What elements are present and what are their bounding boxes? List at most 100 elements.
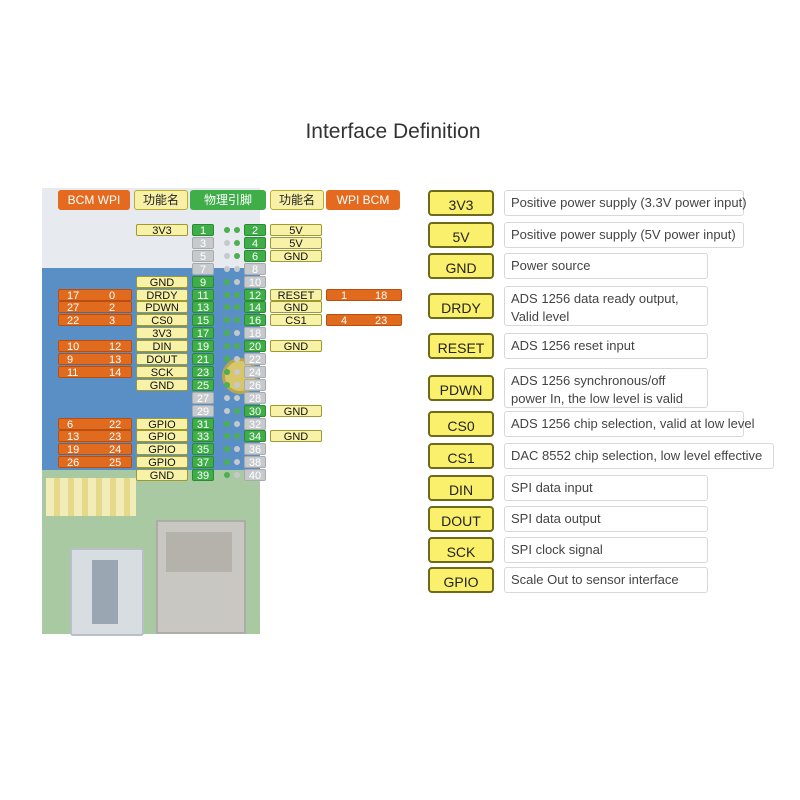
function-name-left: GND — [136, 379, 188, 392]
physical-pin-even: 24 — [244, 366, 266, 379]
physical-pin-odd: 3 — [192, 237, 214, 250]
function-name-right: GND — [270, 250, 322, 263]
physical-pin-odd: 19 — [192, 340, 214, 353]
pin-dot — [234, 472, 240, 478]
pin-dot — [234, 304, 240, 310]
pin-dot — [224, 330, 230, 336]
wpi-number: 1 — [341, 290, 348, 302]
physical-pin-odd: 25 — [192, 379, 214, 392]
function-name-left: DIN — [136, 340, 188, 353]
function-name-left: 3V3 — [136, 327, 188, 340]
pin-dot — [224, 472, 230, 478]
physical-pin-odd: 39 — [192, 469, 214, 482]
signal-description: SPI data output — [504, 506, 708, 532]
physical-pin-odd: 33 — [192, 430, 214, 443]
signal-description: ADS 1256 data ready output, Valid level — [504, 286, 708, 326]
bcm-number: 23 — [375, 315, 388, 327]
pin-dot — [224, 433, 230, 439]
physical-pin-even: 30 — [244, 405, 266, 418]
bcm-number: 9 — [67, 354, 74, 366]
pin-dot — [234, 279, 240, 285]
physical-pin-odd: 35 — [192, 443, 214, 456]
pin-dot — [234, 292, 240, 298]
physical-pin-even: 38 — [244, 456, 266, 469]
bcm-number: 26 — [67, 457, 80, 469]
function-name-left: DRDY — [136, 289, 188, 302]
signal-description: SPI data input — [504, 475, 708, 501]
pin-dot — [234, 395, 240, 401]
wpi-number: 12 — [109, 341, 122, 353]
header-bcm-wpi-left: BCM WPI — [58, 190, 130, 210]
physical-pin-even: 32 — [244, 418, 266, 431]
function-name-right: GND — [270, 301, 322, 314]
function-name-left: PDWN — [136, 301, 188, 314]
function-name-left: GPIO — [136, 443, 188, 456]
pin-dot — [234, 253, 240, 259]
function-name-right: 5V — [270, 224, 322, 237]
bcm-wpi-left: 9 13 — [58, 353, 132, 366]
pin-dot — [224, 317, 230, 323]
pin-dot — [224, 253, 230, 259]
wpi-number: 22 — [109, 419, 122, 431]
wpi-bcm-right: 4 23 — [326, 314, 402, 327]
signal-label: CS1 — [428, 443, 494, 469]
signal-description: ADS 1256 synchronous/off power In, the l… — [504, 368, 708, 408]
signal-label: CS0 — [428, 411, 494, 437]
pin-dot — [234, 446, 240, 452]
pin-dot — [224, 227, 230, 233]
function-name-left: SCK — [136, 366, 188, 379]
pin-dot — [234, 459, 240, 465]
function-name-right: GND — [270, 340, 322, 353]
pin-dot — [224, 356, 230, 362]
gpio-header-pins — [46, 478, 136, 516]
pin-dot — [234, 240, 240, 246]
pin-dot — [224, 446, 230, 452]
function-name-left: GPIO — [136, 456, 188, 469]
physical-pin-odd: 23 — [192, 366, 214, 379]
header-physical-pin: 物理引脚 — [190, 190, 266, 210]
physical-pin-even: 18 — [244, 327, 266, 340]
wpi-number: 14 — [109, 367, 122, 379]
function-name-left: GND — [136, 469, 188, 482]
signal-description: ADS 1256 chip selection, valid at low le… — [504, 411, 755, 437]
physical-pin-odd: 5 — [192, 250, 214, 263]
header-function-right: 功能名 — [270, 190, 324, 210]
signal-description: Positive power supply (3.3V power input) — [504, 190, 747, 216]
pin-dot — [234, 356, 240, 362]
function-name-left: CS0 — [136, 314, 188, 327]
physical-pin-odd: 17 — [192, 327, 214, 340]
wpi-number: 3 — [109, 315, 116, 327]
signal-label: SCK — [428, 537, 494, 563]
function-name-right: GND — [270, 405, 322, 418]
signal-description: DAC 8552 chip selection, low level effec… — [504, 443, 774, 469]
bcm-number: 17 — [67, 290, 80, 302]
physical-pin-odd: 11 — [192, 289, 214, 302]
physical-pin-odd: 37 — [192, 456, 214, 469]
wpi-number: 4 — [341, 315, 348, 327]
pin-dot — [234, 421, 240, 427]
signal-label: 5V — [428, 222, 494, 248]
pin-dot — [234, 330, 240, 336]
wpi-number: 13 — [109, 354, 122, 366]
pin-dot — [224, 459, 230, 465]
physical-pin-even: 36 — [244, 443, 266, 456]
pin-dot — [224, 266, 230, 272]
pin-dot — [224, 408, 230, 414]
function-name-left: GPIO — [136, 418, 188, 431]
pin-dot — [224, 240, 230, 246]
function-name-left: DOUT — [136, 353, 188, 366]
